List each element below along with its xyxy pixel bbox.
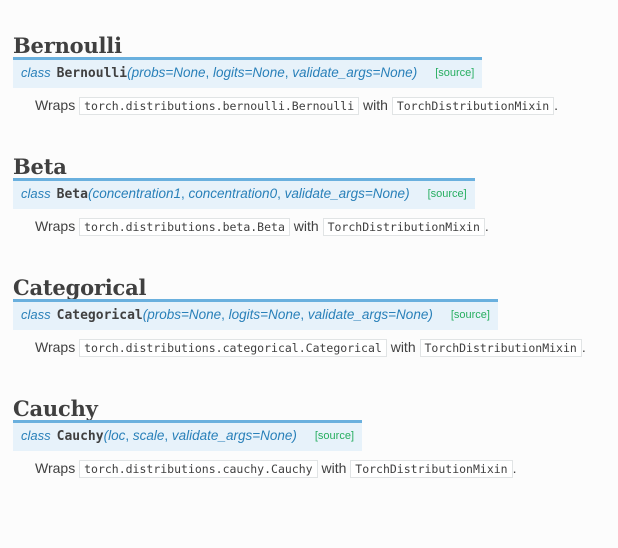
- wraps-conjunction-text: with: [293, 217, 319, 234]
- signature-open-paren: (: [103, 428, 109, 444]
- signature-close-paren: ): [292, 428, 297, 444]
- signature-close-paren: ): [405, 186, 410, 202]
- wraps-period: .: [581, 338, 586, 355]
- signature-param: scale: [132, 428, 165, 444]
- heading-spacer: [13, 129, 605, 155]
- signature-param: concentration0: [188, 186, 278, 202]
- signature-param: validate_args=None: [292, 65, 413, 81]
- signature-param: loc: [108, 428, 126, 444]
- signature-wrapper: class Cauchy(loc, scale, validate_args=No…: [13, 420, 605, 451]
- signature-params: probs=None, logits=None, validate_args=N…: [131, 65, 413, 81]
- wrapped-class-literal: torch.distributions.cauchy.Cauchy: [79, 459, 318, 478]
- wraps-period: .: [484, 217, 489, 234]
- source-link[interactable]: [source]: [435, 67, 475, 80]
- mixin-literal: TorchDistributionMixin: [350, 459, 513, 478]
- class-description-block: Wraps torch.distributions.bernoulli.Bern…: [13, 88, 605, 116]
- signature-param: validate_args=None: [307, 307, 429, 323]
- class-description-block: Wraps torch.distributions.cauchy.Cauchy …: [13, 451, 605, 479]
- signature-param-separator: ,: [277, 186, 285, 202]
- class-description-block: Wraps torch.distributions.beta.Beta with…: [13, 209, 605, 237]
- section-heading: Categorical: [13, 274, 147, 300]
- source-link[interactable]: [source]: [427, 188, 467, 201]
- signature-param-separator: ,: [181, 186, 189, 202]
- signature-param: probs=None: [147, 307, 222, 323]
- wraps-lead-text: Wraps: [35, 96, 76, 113]
- source-link[interactable]: [source]: [450, 309, 490, 322]
- wrapped-class-literal: torch.distributions.bernoulli.Bernoulli: [79, 96, 360, 115]
- signature-wrapper: class Bernoulli(probs=None, logits=None, …: [13, 57, 605, 88]
- signature-keyword-class: class: [21, 186, 51, 202]
- signature-wrapper: class Beta(concentration1, concentration0…: [13, 178, 605, 209]
- signature-keyword-class: class: [21, 428, 51, 444]
- signature-param: validate_args=None: [284, 186, 406, 202]
- signature-param-separator: ,: [300, 307, 308, 323]
- source-link[interactable]: [source]: [314, 430, 355, 443]
- mixin-literal: TorchDistributionMixin: [391, 96, 555, 115]
- mixin-literal: TorchDistributionMixin: [419, 338, 582, 357]
- signature-class-name: Categorical: [56, 308, 143, 324]
- wraps-conjunction-text: with: [390, 338, 416, 355]
- heading-spacer: [13, 8, 605, 34]
- wraps-lead-text: Wraps: [35, 459, 76, 476]
- wraps-conjunction-text: with: [363, 96, 388, 113]
- signature-params: loc, scale, validate_args=None: [108, 428, 293, 444]
- section-heading: Cauchy: [13, 395, 98, 421]
- heading-spacer: [13, 371, 605, 397]
- signature-param-separator: ,: [205, 65, 214, 81]
- signature-param: concentration1: [92, 186, 181, 202]
- signature-wrapper: class Categorical(probs=None, logits=None…: [13, 299, 605, 330]
- signature-keyword-class: class: [21, 307, 51, 323]
- signature-open-paren: (: [87, 186, 93, 202]
- class-signature[interactable]: class Beta(concentration1, concentration0…: [13, 178, 475, 209]
- class-signature[interactable]: class Cauchy(loc, scale, validate_args=No…: [13, 420, 363, 451]
- signature-param: logits=None: [213, 65, 285, 81]
- signature-param-separator: ,: [125, 428, 133, 444]
- heading-spacer: [13, 250, 605, 276]
- signature-param: validate_args=None: [171, 428, 293, 444]
- wraps-description: Wraps torch.distributions.categorical.Ca…: [35, 337, 605, 358]
- signature-open-paren: (: [142, 307, 148, 323]
- wraps-description: Wraps torch.distributions.beta.Beta with…: [35, 216, 605, 237]
- section-heading: Bernoulli: [13, 33, 122, 58]
- class-description-block: Wraps torch.distributions.categorical.Ca…: [13, 330, 605, 358]
- class-signature[interactable]: class Bernoulli(probs=None, logits=None, …: [13, 57, 483, 88]
- signature-open-paren: (: [127, 65, 132, 81]
- wraps-period: .: [554, 96, 559, 113]
- signature-param: probs=None: [131, 65, 206, 81]
- wraps-period: .: [512, 459, 517, 476]
- wraps-lead-text: Wraps: [35, 217, 76, 234]
- wraps-lead-text: Wraps: [35, 338, 76, 355]
- wraps-conjunction-text: with: [321, 459, 347, 476]
- wraps-description: Wraps torch.distributions.cauchy.Cauchy …: [35, 458, 605, 479]
- signature-class-name: Beta: [56, 187, 88, 203]
- signature-class-name: Bernoulli: [56, 66, 128, 82]
- wrapped-class-literal: torch.distributions.beta.Beta: [79, 217, 290, 236]
- signature-param: logits=None: [228, 307, 301, 323]
- mixin-literal: TorchDistributionMixin: [322, 217, 485, 236]
- signature-keyword-class: class: [21, 65, 51, 81]
- signature-params: probs=None, logits=None, validate_args=N…: [147, 307, 429, 323]
- signature-close-paren: ): [428, 307, 433, 323]
- class-signature[interactable]: class Categorical(probs=None, logits=None…: [13, 299, 498, 330]
- wrapped-class-literal: torch.distributions.categorical.Categori…: [79, 338, 387, 357]
- signature-param-separator: ,: [164, 428, 172, 444]
- section-heading: Beta: [13, 153, 67, 179]
- signature-close-paren: ): [412, 65, 418, 81]
- signature-param-separator: ,: [284, 65, 293, 81]
- signature-params: concentration1, concentration0, validate…: [92, 186, 406, 202]
- signature-class-name: Cauchy: [56, 429, 104, 445]
- signature-param-separator: ,: [221, 307, 229, 323]
- wraps-description: Wraps torch.distributions.bernoulli.Bern…: [35, 95, 605, 116]
